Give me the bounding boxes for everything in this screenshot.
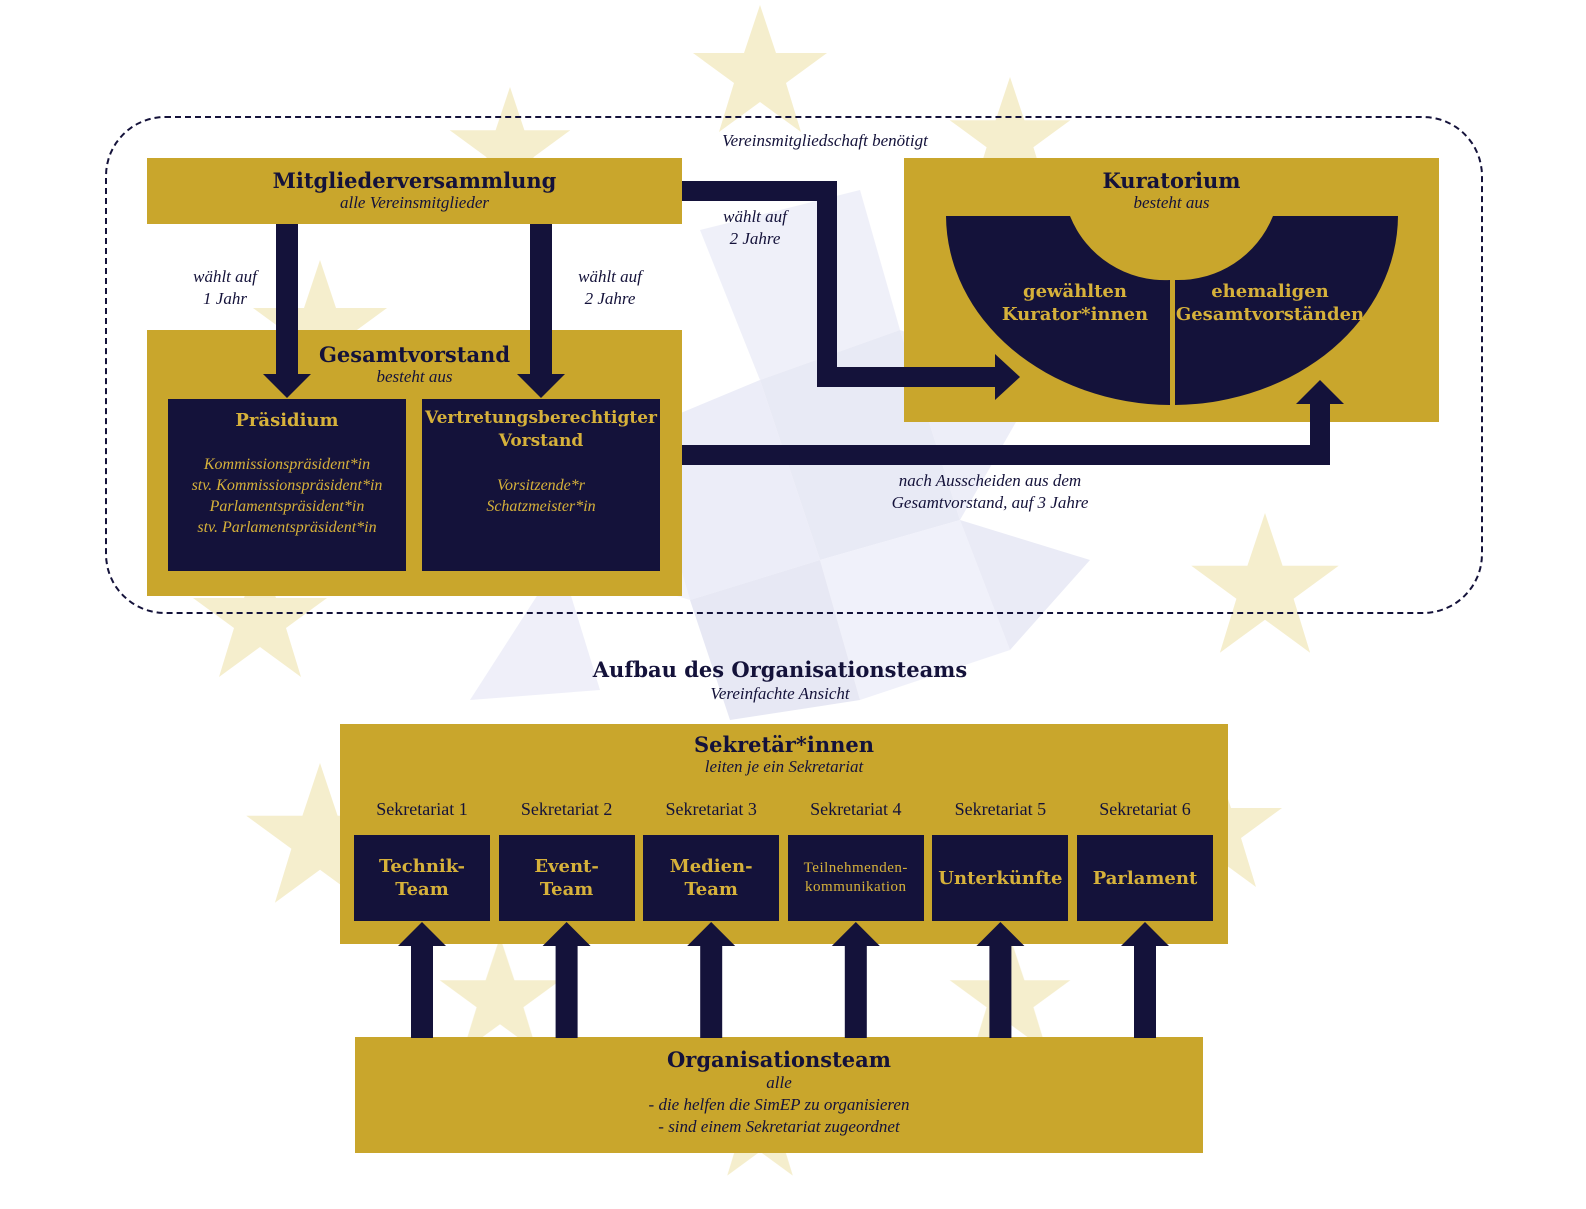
edge-label-line: Gesamtvorstand, auf 3 Jahre bbox=[891, 493, 1089, 512]
mitgliederversammlung-title: Mitgliederversammlung bbox=[272, 168, 557, 193]
mitgliederversammlung-box: Mitgliederversammlung alle Vereinsmitgli… bbox=[147, 158, 682, 224]
edge-label-praesidium: wählt auf 1 Jahr bbox=[160, 266, 290, 310]
team-name-line: Event- bbox=[534, 856, 599, 877]
membership-note: Vereinsmitgliedschaft benötigt bbox=[722, 131, 928, 150]
team-name-line: Team bbox=[684, 879, 738, 900]
praesidium-box: Präsidium Kommissionspräsident*in stv. K… bbox=[168, 399, 406, 571]
gesamtvorstand-subtitle: besteht aus bbox=[376, 367, 453, 386]
team-name-line: Teilnehmenden- bbox=[803, 860, 908, 876]
membership-region bbox=[105, 116, 1483, 614]
team-name: Teilnehmenden-kommunikation bbox=[804, 859, 908, 897]
sekretariat-label: Sekretariat 5 bbox=[954, 799, 1047, 819]
organisationsteam-line: - die helfen die SimEP zu organisieren bbox=[648, 1095, 910, 1114]
arrow-to-praesidium bbox=[263, 224, 311, 398]
team-name: Parlament bbox=[1093, 867, 1198, 890]
arrows-top bbox=[263, 181, 1344, 465]
kuratorium-right-label: ehemaligen Gesamtvorständen bbox=[1175, 280, 1365, 326]
praesidium-member: stv. Kommissionspräsident*in bbox=[191, 477, 383, 494]
arrows-bottom bbox=[398, 922, 1169, 1038]
praesidium-member: stv. Parlamentspräsident*in bbox=[197, 519, 377, 536]
team-name: Technik-Team bbox=[379, 855, 465, 901]
arrow-orga-to-team bbox=[398, 922, 446, 1038]
team-box: Unterkünfte bbox=[932, 835, 1069, 921]
edge-label-kuratorium: wählt auf 2 Jahre bbox=[690, 206, 820, 250]
arrow-orga-to-team bbox=[976, 922, 1025, 1038]
orga-title: Aufbau des Organisationsteams bbox=[592, 657, 968, 682]
kuratorium-right-line: ehemaligen bbox=[1211, 281, 1329, 302]
edge-label-line: wählt auf bbox=[723, 207, 787, 226]
edge-label-line: wählt auf bbox=[578, 267, 642, 286]
organisationsteam-line: alle bbox=[766, 1073, 792, 1092]
arrow-to-vorstand bbox=[517, 224, 565, 398]
edge-label-line: wählt auf bbox=[193, 267, 257, 286]
kuratorium-subtitle: besteht aus bbox=[1133, 193, 1210, 212]
sekretariat-label: Sekretariat 2 bbox=[520, 799, 613, 819]
arrow-orga-to-team bbox=[687, 922, 736, 1038]
team-name-line: Medien- bbox=[669, 856, 753, 877]
team-name-line: kommunikation bbox=[805, 879, 907, 895]
vorstand-title: Vertretungsberechtigter bbox=[424, 408, 658, 428]
edge-label-line: 2 Jahre bbox=[729, 229, 781, 248]
sekretariat-label: Sekretariat 4 bbox=[810, 799, 902, 819]
kuratorium-left-label: gewählten Kurator*innen bbox=[980, 280, 1170, 326]
sekretariat-label: Sekretariat 6 bbox=[1099, 799, 1191, 819]
edge-label-line: 1 Jahr bbox=[203, 289, 247, 308]
edge-label-vorstand: wählt auf 2 Jahre bbox=[545, 266, 675, 310]
team-name-line: Team bbox=[395, 879, 449, 900]
vorstand-member: Vorsitzende*r bbox=[497, 477, 585, 494]
mitgliederversammlung-subtitle: alle Vereinsmitglieder bbox=[339, 193, 490, 212]
gesamtvorstand-title: Gesamtvorstand bbox=[319, 342, 510, 367]
arrow-orga-to-team bbox=[542, 922, 591, 1038]
team-name-line: Team bbox=[539, 879, 594, 900]
vorstand-box: Vertretungsberechtigter Vorstand Vorsitz… bbox=[422, 399, 660, 571]
arrow-to-kuratorium bbox=[682, 181, 1020, 400]
vorstand-title: Vorstand bbox=[498, 431, 584, 451]
organisationsteam-line: - sind einem Sekretariat zugeordnet bbox=[658, 1117, 900, 1136]
team-name: Unterkünfte bbox=[938, 867, 1062, 890]
orga-subtitle: Vereinfachte Ansicht bbox=[710, 684, 850, 703]
edge-label-after-leaving: nach Ausscheiden aus dem Gesamtvorstand,… bbox=[850, 470, 1130, 514]
kuratorium-left-half bbox=[946, 216, 1170, 405]
kuratorium-title: Kuratorium bbox=[1102, 168, 1241, 193]
kuratorium-semicircle bbox=[946, 216, 1398, 405]
team-name-line: Parlament bbox=[1092, 867, 1198, 889]
team-box: Event-Team bbox=[498, 835, 635, 921]
team-box: Medien-Team bbox=[643, 835, 780, 921]
sekretaere-title: Sekretär*innen bbox=[694, 732, 874, 757]
team-box: Technik-Team bbox=[354, 835, 490, 921]
team-box: Teilnehmenden-kommunikation bbox=[787, 835, 924, 921]
vorstand-member: Schatzmeister*in bbox=[486, 498, 596, 515]
organisationsteam-box: Organisationsteam alle - die helfen die … bbox=[355, 1037, 1203, 1153]
praesidium-member: Kommissionspräsident*in bbox=[203, 456, 371, 473]
kuratorium-right-line: Gesamtvorständen bbox=[1175, 304, 1365, 325]
team-box: Parlament bbox=[1077, 835, 1213, 921]
praesidium-member: Parlamentspräsident*in bbox=[209, 498, 365, 515]
arrow-orga-to-team bbox=[1121, 922, 1169, 1038]
sekretaere-subtitle: leiten je ein Sekretariat bbox=[704, 757, 864, 776]
edge-label-line: nach Ausscheiden aus dem bbox=[898, 471, 1082, 490]
team-name-line: Technik- bbox=[379, 856, 465, 877]
team-name: Medien-Team bbox=[670, 855, 753, 901]
arrow-after-leaving bbox=[682, 380, 1344, 465]
organisationsteam-title: Organisationsteam bbox=[667, 1047, 891, 1072]
edge-label-line: 2 Jahre bbox=[584, 289, 636, 308]
kuratorium-left-line: Kurator*innen bbox=[1001, 304, 1149, 325]
arrow-orga-to-team bbox=[831, 922, 880, 1038]
sekretariat-label: Sekretariat 1 bbox=[376, 799, 468, 819]
praesidium-title: Präsidium bbox=[235, 410, 339, 431]
team-name: Event-Team bbox=[534, 855, 599, 901]
kuratorium-left-line: gewählten bbox=[1023, 281, 1127, 302]
team-name-line: Unterkünfte bbox=[938, 867, 1063, 889]
sekretariat-label: Sekretariat 3 bbox=[665, 799, 757, 819]
kuratorium-right-half bbox=[1175, 216, 1398, 405]
